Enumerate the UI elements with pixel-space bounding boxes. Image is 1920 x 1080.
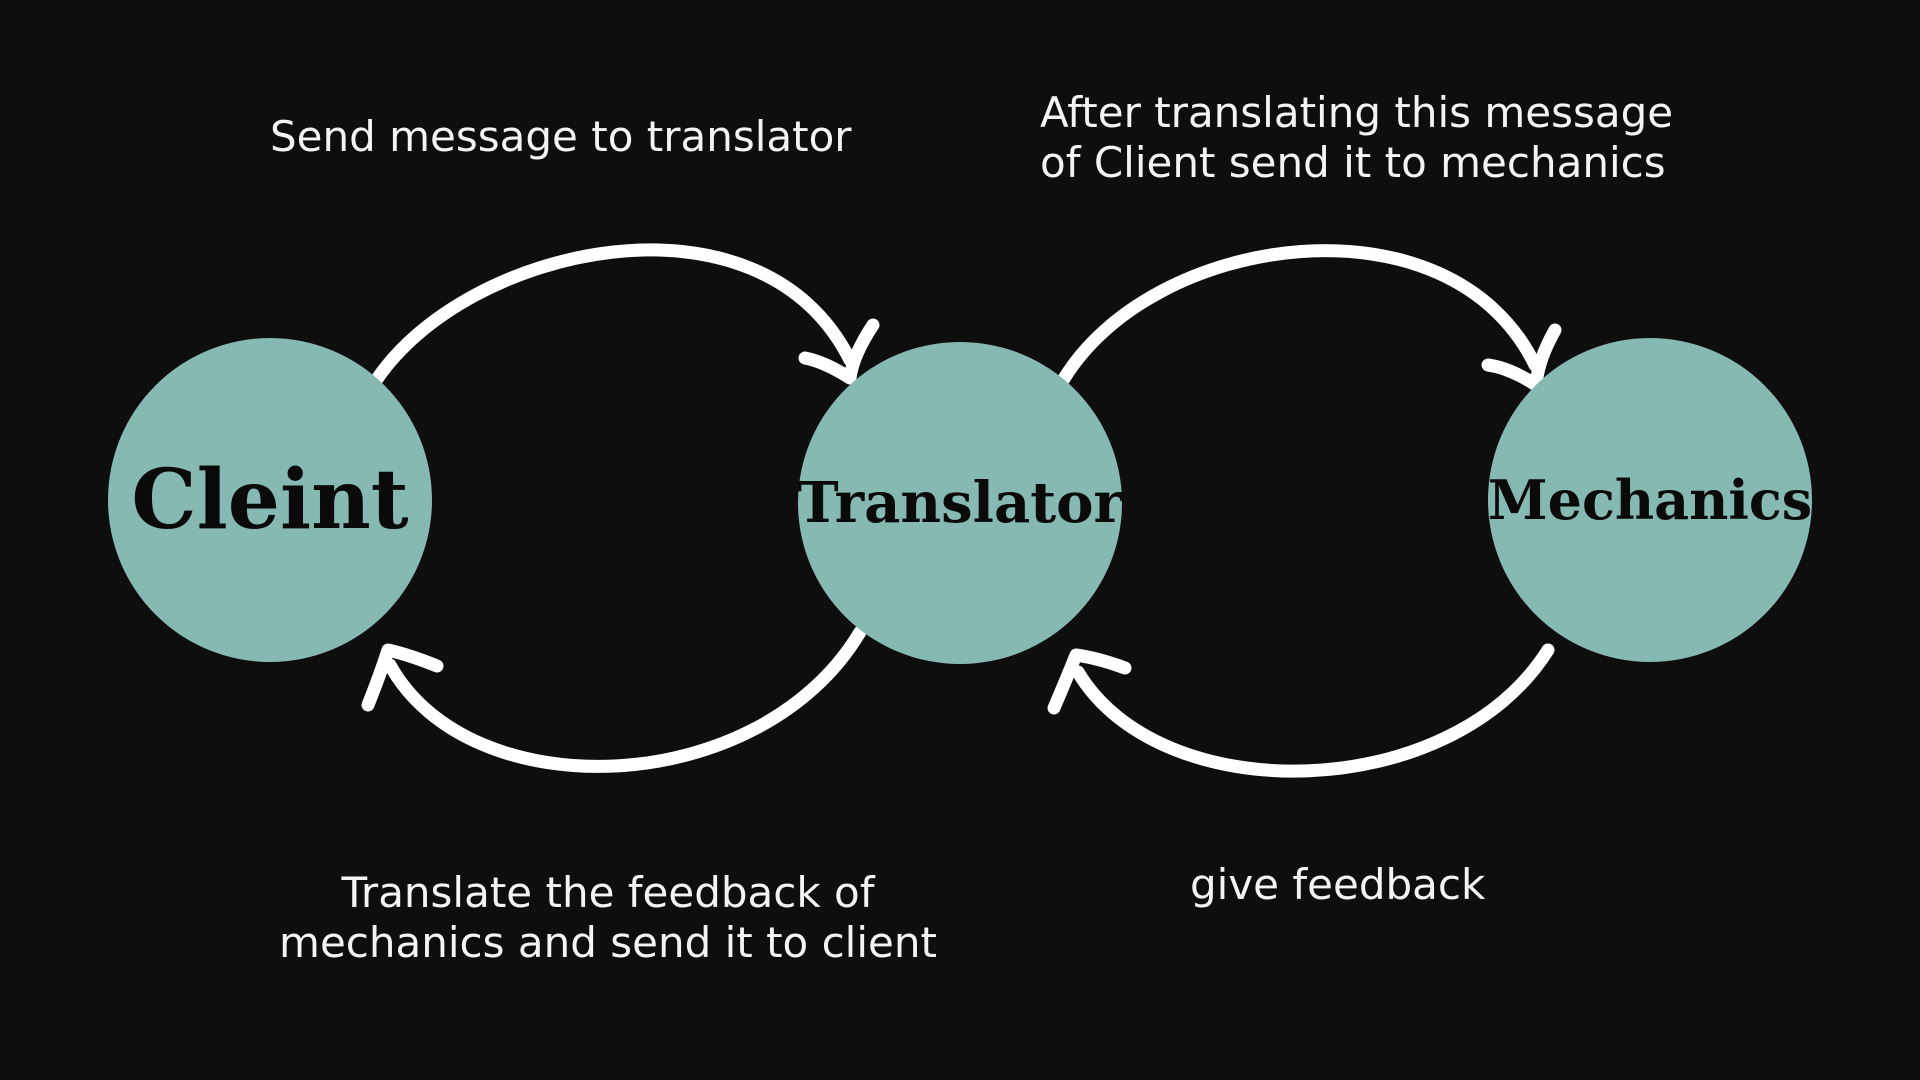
arrowhead-icon bbox=[361, 643, 444, 712]
arrow-translator-to-client bbox=[361, 625, 867, 773]
caption-after-translating: After translating this message of Client… bbox=[1040, 88, 1673, 188]
node-client: Cleint bbox=[108, 338, 432, 662]
node-mechanics: Mechanics bbox=[1488, 338, 1812, 662]
caption-send-to-translator: Send message to translator bbox=[270, 112, 852, 161]
arrowhead-icon bbox=[798, 318, 880, 385]
caption-after-translating-line1: After translating this message bbox=[1040, 88, 1674, 137]
node-client-label: Cleint bbox=[131, 452, 409, 548]
caption-give-feedback: give feedback bbox=[1190, 860, 1486, 909]
node-translator: Translator bbox=[797, 342, 1123, 664]
arrow-translator-to-mechanics bbox=[1055, 244, 1562, 392]
node-translator-label: Translator bbox=[797, 470, 1123, 536]
caption-translate-feedback-line2: mechanics and send it to client bbox=[279, 918, 937, 967]
caption-translate-feedback: Translate the feedback of mechanics and … bbox=[268, 868, 948, 968]
arrow-client-to-translator bbox=[368, 243, 880, 389]
caption-translate-feedback-line1: Translate the feedback of bbox=[341, 868, 875, 917]
caption-after-translating-line2: of Client send it to mechanics bbox=[1040, 138, 1666, 187]
arrow-mechanics-to-translator bbox=[1047, 643, 1555, 778]
arrowhead-icon bbox=[1047, 648, 1132, 715]
node-mechanics-label: Mechanics bbox=[1487, 468, 1813, 532]
